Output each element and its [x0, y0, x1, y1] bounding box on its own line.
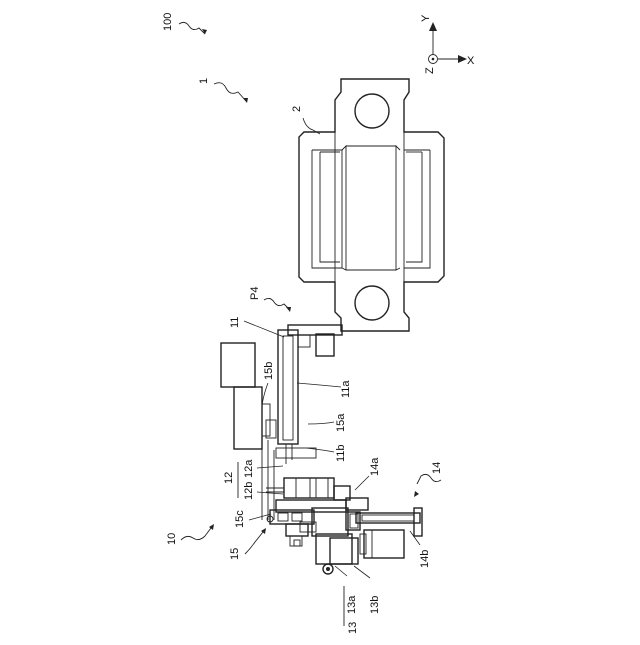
label-2: 2 [291, 106, 303, 112]
arm-11 [278, 330, 298, 444]
label-12a: 12a [243, 459, 255, 478]
label-14: 14 [431, 462, 443, 474]
reference-labels: 100 1 2 P4 11 11a 15b 15a 11b 14a 12a 12… [162, 13, 443, 634]
bracket-15b [221, 343, 255, 387]
label-11b: 11b [335, 444, 347, 462]
label-11: 11 [229, 317, 241, 328]
label-12: 12 [223, 472, 235, 484]
label-13: 13 [347, 622, 359, 634]
label-15: 15 [229, 548, 241, 560]
transfer-unit-10 [221, 325, 422, 574]
workpiece-2 [299, 79, 444, 331]
label-11a: 11a [340, 380, 352, 398]
axis-y-label: Y [420, 14, 432, 22]
leader-100 [179, 22, 205, 34]
label-15c: 15c [234, 510, 246, 528]
label-100: 100 [162, 13, 174, 31]
label-P4: P4 [249, 287, 261, 300]
leader-1 [214, 83, 246, 101]
carriage-12 [284, 478, 334, 498]
axis-x-label: X [467, 55, 475, 67]
axis-z-label: Z [424, 67, 436, 74]
label-15a: 15a [335, 413, 347, 432]
label-1: 1 [198, 78, 210, 84]
label-13a: 13a [346, 595, 358, 614]
label-13b: 13b [369, 596, 381, 614]
label-12b: 12b [243, 482, 255, 500]
label-10: 10 [166, 533, 178, 545]
label-14a: 14a [369, 457, 381, 476]
motor-14b [364, 530, 404, 558]
axis-indicator: Y X Z [420, 14, 475, 74]
label-15b: 15b [263, 362, 275, 380]
leader-P4 [264, 298, 289, 309]
label-14b: 14b [419, 550, 431, 568]
